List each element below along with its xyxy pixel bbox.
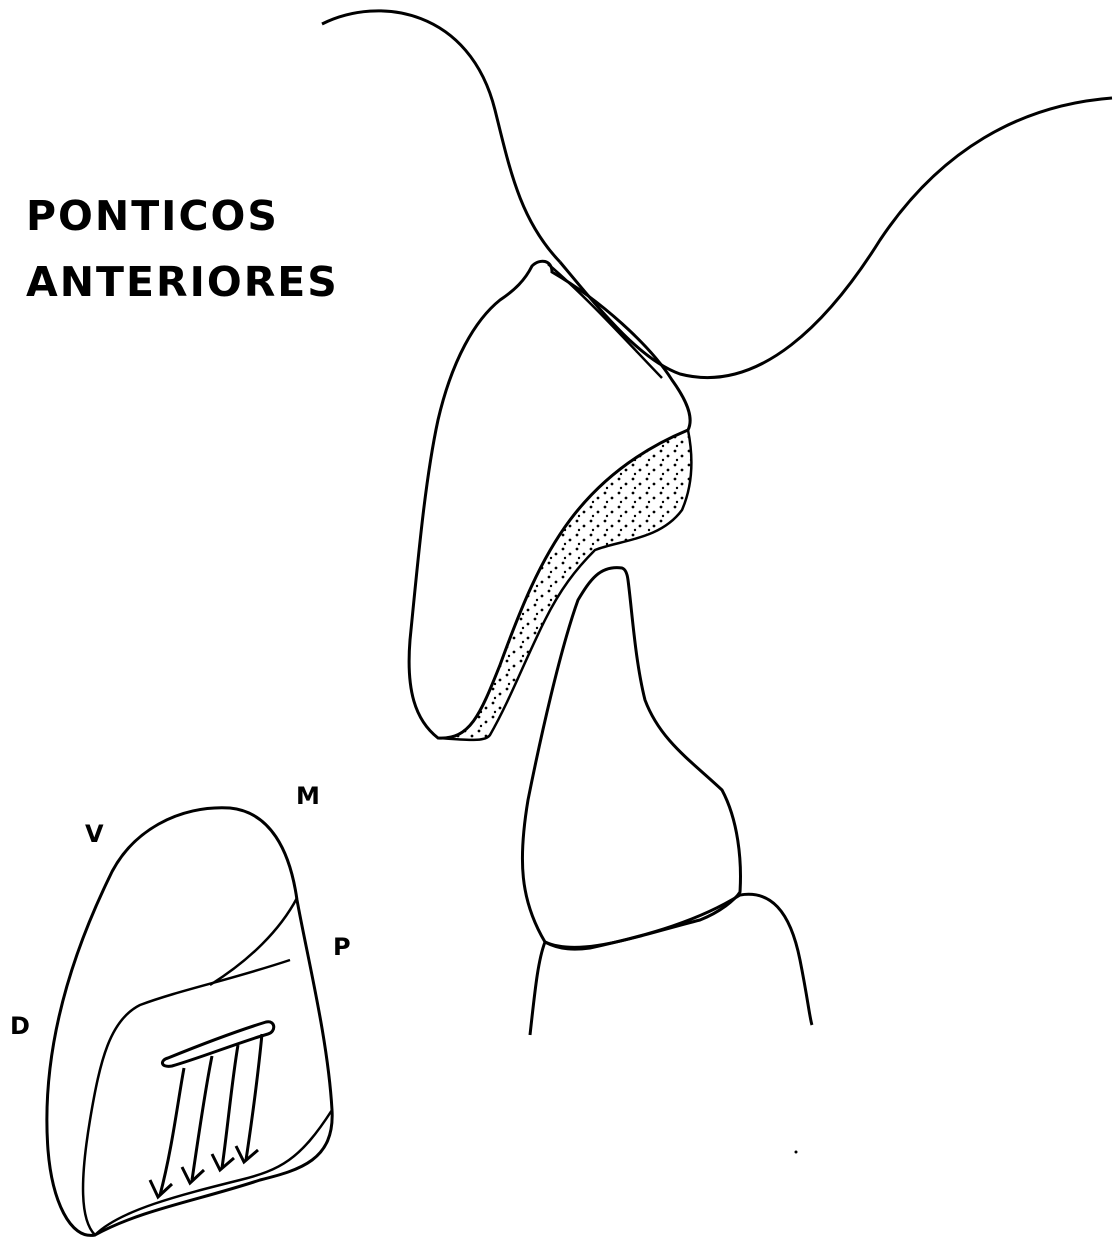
lower-gingiva-left-edge [530, 942, 545, 1035]
flow-arrow-2 [192, 1056, 212, 1180]
lower-incisor-outline [522, 568, 740, 948]
pontic-saddle-surface [83, 960, 332, 1235]
upper-lip-contour [322, 11, 560, 262]
flow-arrow-4 [246, 1034, 262, 1160]
label-d: D [10, 1014, 30, 1038]
palatal-ridge-contour [560, 98, 1112, 378]
flow-arrow-1 [160, 1068, 184, 1195]
cleaning-bar [162, 1022, 273, 1067]
label-v: V [85, 822, 104, 846]
label-m: M [296, 784, 320, 808]
stippled-palatal-surface [438, 430, 691, 740]
lower-gingiva-contour [545, 894, 812, 1025]
flow-arrow-3 [222, 1045, 238, 1168]
pontic-perspective-outline [47, 808, 332, 1236]
label-p: P [333, 935, 351, 959]
stray-dot [795, 1151, 798, 1154]
